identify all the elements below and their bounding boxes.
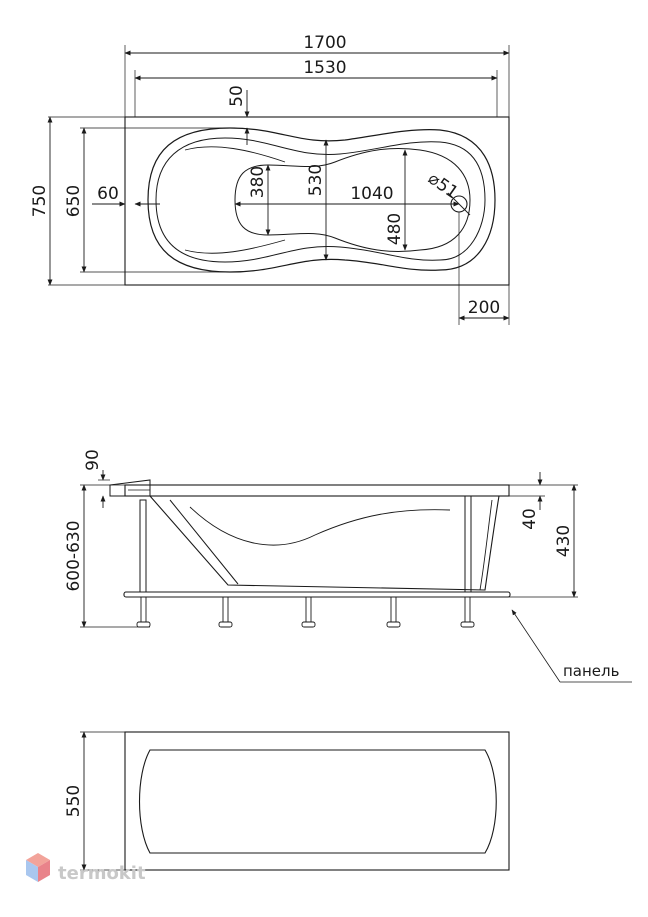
dim-50: 50 xyxy=(227,85,247,107)
tub-inner-curve xyxy=(189,506,451,546)
leg-foot xyxy=(136,621,151,628)
dim-40: 40 xyxy=(520,508,540,530)
leg xyxy=(140,596,147,623)
panel-label: панель xyxy=(563,662,619,680)
tub-contour-line xyxy=(184,146,286,163)
leg-foot xyxy=(218,621,233,628)
leg-foot xyxy=(301,621,316,628)
watermark-logo-icon xyxy=(26,853,50,882)
panel-outline xyxy=(124,731,510,871)
frame-bar xyxy=(123,591,511,598)
dim-530: 530 xyxy=(306,164,326,196)
dim-600-630: 600-630 xyxy=(64,520,84,591)
dim-1530: 1530 xyxy=(303,58,346,78)
watermark-text: termokit xyxy=(58,863,146,884)
leg xyxy=(390,596,397,623)
tub-inner-shape xyxy=(155,137,486,263)
top-view: 1700 1530 50 750 650 60 380 530 1040 ⌀51… xyxy=(30,33,510,325)
dim-480: 480 xyxy=(385,213,405,245)
panel-view: 550 xyxy=(64,731,510,871)
leg xyxy=(305,596,312,623)
dim-430: 430 xyxy=(554,525,574,557)
frame-post xyxy=(464,495,472,593)
tub-contour-line xyxy=(184,239,286,254)
tub-rim-side xyxy=(124,484,510,497)
dim-550: 550 xyxy=(64,785,84,817)
dim-750: 750 xyxy=(30,185,50,217)
dim-60: 60 xyxy=(97,184,119,204)
tub-rim-shape xyxy=(147,127,496,273)
dim-90: 90 xyxy=(83,449,103,471)
overflow-fitting xyxy=(109,479,151,497)
tub-outline-top xyxy=(124,116,510,286)
tub-bowl-shape xyxy=(234,148,471,252)
panel-leader xyxy=(511,609,561,683)
tub-body-side xyxy=(149,495,500,591)
side-view: 90 600-630 40 430 панель xyxy=(64,449,632,683)
leg-foot xyxy=(386,621,401,628)
dim-diameter-51: ⌀51 xyxy=(424,169,462,204)
dim-200: 200 xyxy=(468,298,500,318)
dim-1700: 1700 xyxy=(303,33,346,53)
legs xyxy=(136,596,475,628)
dim-380: 380 xyxy=(248,166,268,198)
watermark: termokit xyxy=(26,853,146,884)
dim-650: 650 xyxy=(64,185,84,217)
tub-end-wall xyxy=(479,499,493,591)
leg-foot xyxy=(460,621,475,628)
frame-post xyxy=(139,499,147,593)
leg xyxy=(464,596,471,623)
leg xyxy=(222,596,229,623)
panel-embossed-shape xyxy=(139,749,497,854)
dim-1040: 1040 xyxy=(350,184,393,204)
tub-inner-slope xyxy=(169,499,239,585)
